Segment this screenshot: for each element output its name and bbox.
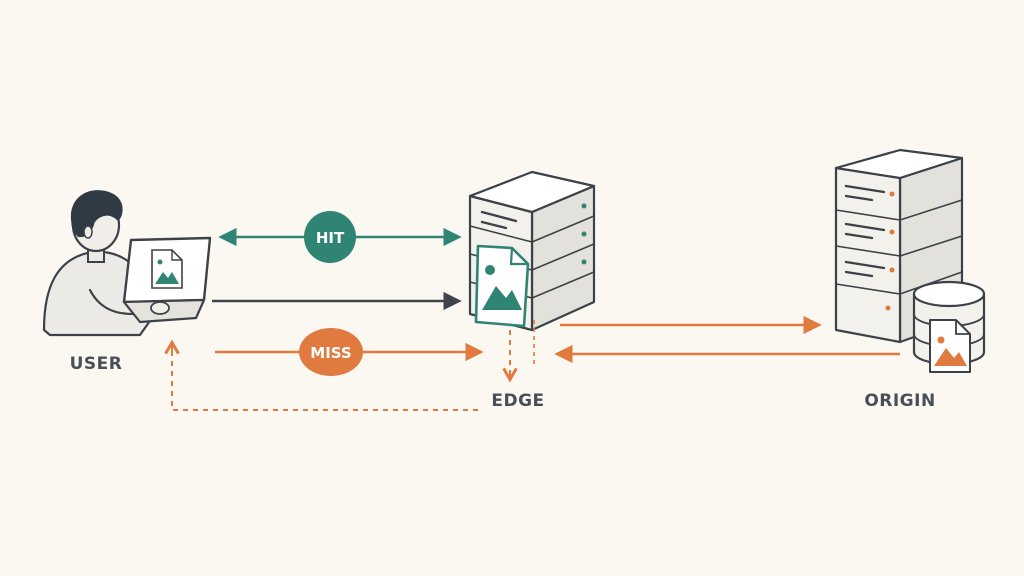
miss-badge: MISS [299,328,363,376]
miss-label: MISS [310,344,351,362]
hit-label: HIT [316,229,345,247]
person-at-laptop-icon [42,190,212,337]
hit-badge: HIT [304,211,356,263]
edge-image-file-icon [474,244,530,328]
edge-label: EDGE [491,391,544,411]
origin-image-file-icon [929,319,971,373]
user-label: USER [70,354,123,374]
laptop-image-file-icon [151,249,183,289]
origin-label: ORIGIN [864,391,935,411]
